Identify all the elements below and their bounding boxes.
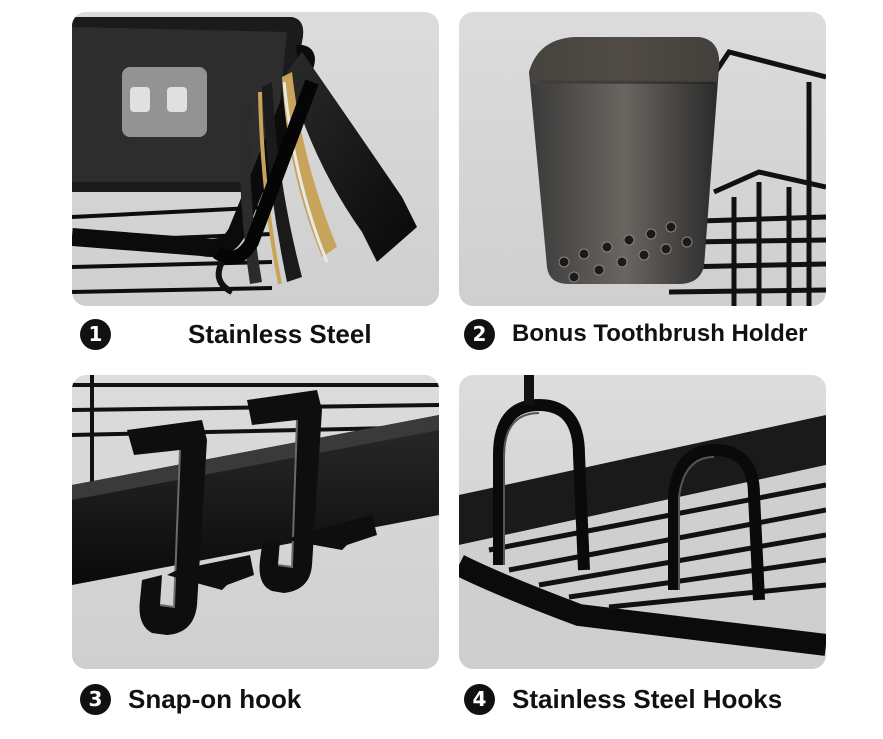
- toothbrush-holder-image: [459, 12, 826, 306]
- caption-3: 3 Snap-on hook: [80, 677, 301, 721]
- caption-text: Bonus Toothbrush Holder: [512, 320, 808, 347]
- caption-1: 1 Stainless Steel: [80, 312, 372, 356]
- number-badge: 2: [464, 318, 495, 350]
- number-badge: 1: [80, 318, 111, 350]
- wire-hooks-image-panel: [459, 375, 826, 669]
- caption-text: Stainless Steel: [188, 318, 372, 349]
- caption-4: 4 Stainless Steel Hooks: [464, 677, 782, 721]
- number-badge: 3: [80, 683, 111, 715]
- stainless-steel-image: [72, 12, 439, 306]
- caption-2: 2 Bonus Toothbrush Holder: [464, 312, 808, 356]
- wire-hooks-image: [459, 375, 826, 669]
- toothbrush-holder-cup-image: [529, 37, 826, 306]
- snap-on-hook-image: [72, 375, 439, 635]
- caption-text: Stainless Steel Hooks: [512, 683, 783, 714]
- metal-layers-image: [72, 17, 417, 295]
- number-badge: 4: [464, 683, 495, 715]
- caption-text: Snap-on hook: [128, 683, 302, 714]
- snap-on-hook-image-panel: [72, 375, 439, 669]
